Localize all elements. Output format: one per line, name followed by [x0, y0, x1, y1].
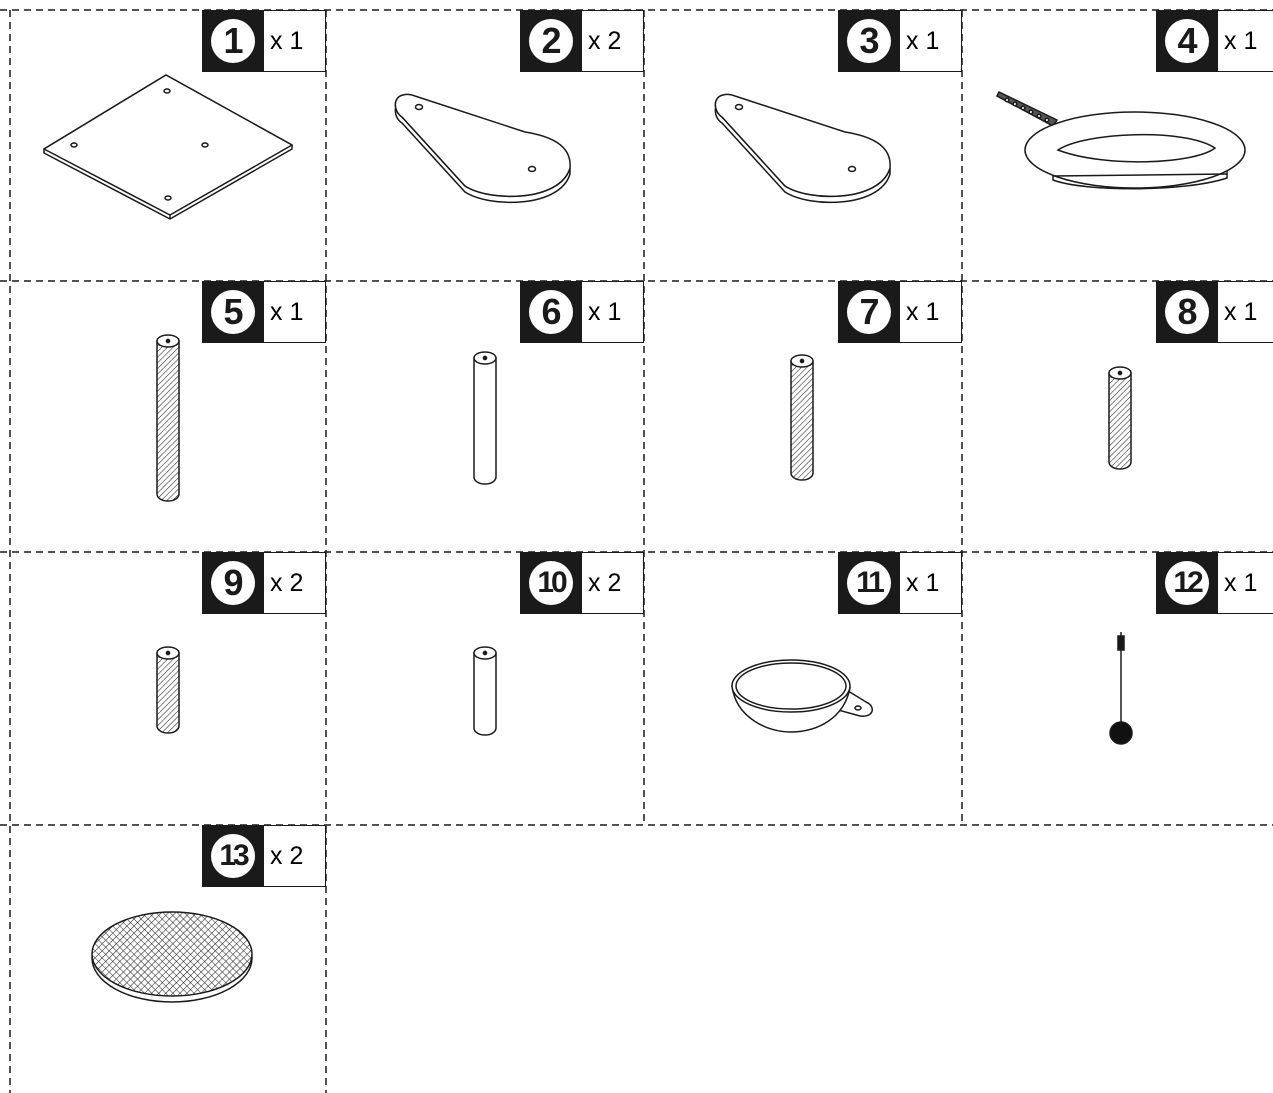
- part-number: 3: [859, 20, 879, 61]
- part-label-4: 4 x 1: [1156, 10, 1273, 72]
- part-number-badge: 4: [1156, 10, 1218, 72]
- part-label-8: 8 x 1: [1156, 281, 1273, 343]
- part-number: 9: [223, 562, 243, 603]
- part-cell-3: 3 x 1: [644, 10, 962, 281]
- part-cell-1: 1 x 1: [10, 10, 326, 281]
- part-number: 10: [537, 566, 567, 599]
- part-quantity: x 1: [900, 10, 962, 72]
- part-quantity: x 1: [264, 281, 326, 343]
- part-quantity: x 2: [264, 552, 326, 614]
- teardrop-plate-icon: [714, 93, 891, 204]
- part-label-5: 5 x 1: [202, 281, 326, 343]
- part-label-12: 12 x 1: [1156, 552, 1273, 614]
- part-quantity: x 2: [582, 552, 644, 614]
- round-mesh-pad-icon: [91, 911, 253, 1003]
- part-label-10: 10 x 2: [520, 552, 644, 614]
- part-cell-9: 9 x 2: [10, 552, 326, 825]
- part-label-6: 6 x 1: [520, 281, 644, 343]
- part-quantity: x 1: [264, 10, 326, 72]
- part-cell-13: 13 x 2: [10, 825, 326, 1093]
- medium-textured-post-icon: [790, 354, 814, 481]
- part-number-badge: 8: [1156, 281, 1218, 343]
- part-number-badge: 12: [1156, 552, 1218, 614]
- part-number: 1: [223, 20, 243, 61]
- part-number-badge: 3: [838, 10, 900, 72]
- part-number-badge: 10: [520, 552, 582, 614]
- part-label-13: 13 x 2: [202, 825, 326, 887]
- part-number-badge: 11: [838, 552, 900, 614]
- part-quantity: x 1: [900, 281, 962, 343]
- teardrop-plate-icon: [394, 93, 571, 204]
- smooth-post-icon: [473, 351, 497, 485]
- part-quantity: x 1: [1218, 281, 1273, 343]
- part-number: 8: [1177, 291, 1197, 332]
- oval-ring-frame-with-strap-icon: [996, 91, 1246, 190]
- part-quantity: x 1: [900, 552, 962, 614]
- short-smooth-post-icon: [473, 646, 497, 736]
- part-number-badge: 6: [520, 281, 582, 343]
- part-quantity: x 1: [1218, 10, 1273, 72]
- part-cell-8: 8 x 1: [962, 281, 1273, 552]
- part-number-badge: 7: [838, 281, 900, 343]
- part-cell-2: 2 x 2: [326, 10, 644, 281]
- long-textured-post-icon: [156, 334, 180, 502]
- part-quantity: x 1: [1218, 552, 1273, 614]
- part-cell-10: 10 x 2: [326, 552, 644, 825]
- part-number-badge: 5: [202, 281, 264, 343]
- part-label-11: 11 x 1: [838, 552, 962, 614]
- part-cell-12: 12 x 1: [962, 552, 1273, 825]
- short-textured-post-icon: [156, 646, 180, 734]
- part-cell-4: 4 x 1: [962, 10, 1273, 281]
- part-number: 6: [541, 291, 561, 332]
- hanging-ball-toy-icon: [1109, 632, 1133, 745]
- part-quantity: x 1: [582, 281, 644, 343]
- part-label-7: 7 x 1: [838, 281, 962, 343]
- part-number: 12: [1173, 566, 1203, 599]
- part-number-badge: 2: [520, 10, 582, 72]
- part-cell-6: 6 x 1: [326, 281, 644, 552]
- part-number-badge: 1: [202, 10, 264, 72]
- part-number: 13: [219, 839, 249, 872]
- part-cell-7: 7 x 1: [644, 281, 962, 552]
- part-label-9: 9 x 2: [202, 552, 326, 614]
- part-number: 2: [541, 20, 561, 61]
- part-number: 4: [1177, 20, 1197, 61]
- part-number: 5: [223, 291, 243, 332]
- part-quantity: x 2: [582, 10, 644, 72]
- part-cell-5: 5 x 1: [10, 281, 326, 552]
- short-textured-post-icon: [1108, 366, 1132, 470]
- part-number-badge: 9: [202, 552, 264, 614]
- part-number: 7: [859, 291, 879, 332]
- part-number-badge: 13: [202, 825, 264, 887]
- part-label-1: 1 x 1: [202, 10, 326, 72]
- part-label-2: 2 x 2: [520, 10, 644, 72]
- square-base-plate-icon: [43, 74, 293, 220]
- part-number: 11: [856, 566, 885, 599]
- part-quantity: x 2: [264, 825, 326, 887]
- part-cell-11: 11 x 1: [644, 552, 962, 825]
- part-label-3: 3 x 1: [838, 10, 962, 72]
- bowl-with-tab-icon: [731, 659, 873, 733]
